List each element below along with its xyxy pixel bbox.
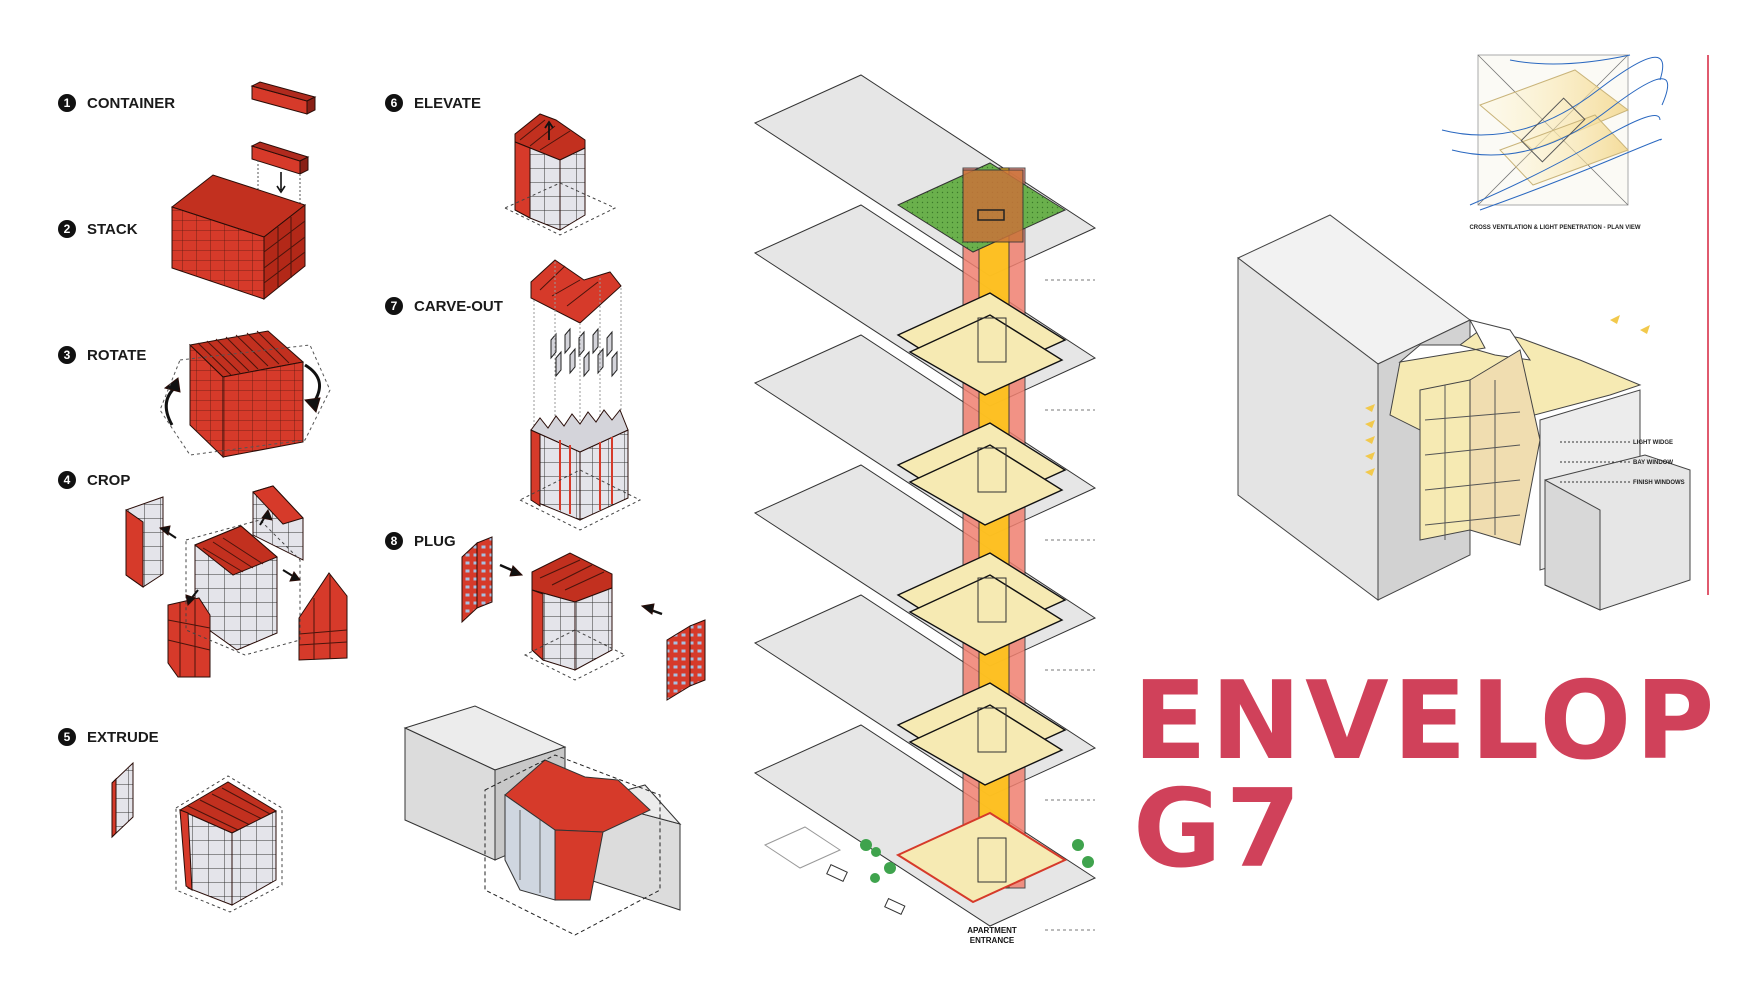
step-number: 8 — [391, 534, 398, 548]
step-number-badge — [58, 94, 76, 112]
plan-view — [1441, 54, 1669, 211]
floor-plate — [896, 682, 1067, 786]
step-number-badge — [58, 728, 76, 746]
step-4: 4 CROP — [58, 471, 130, 489]
elevate-block — [503, 113, 617, 236]
entrance-label-line2: ENTRANCE — [970, 936, 1015, 945]
site-trees — [860, 839, 1094, 883]
callout-label: FINISH WINDOWS — [1633, 480, 1685, 486]
sun-arrows — [1365, 315, 1650, 476]
step-number: 5 — [64, 730, 71, 744]
step-number: 2 — [64, 222, 71, 236]
step-label: ROTATE — [87, 347, 146, 364]
step-label: CARVE-OUT — [414, 298, 503, 315]
axo-callouts: LIGHT WIDGE BAY WINDOW FINISH WINDOWS — [1560, 440, 1685, 486]
floor-plate — [896, 552, 1067, 656]
plug-block — [461, 536, 706, 701]
ground-floor-plate — [895, 811, 1068, 904]
step-number-badge — [58, 346, 76, 364]
exploded-floors — [753, 74, 1097, 931]
step-number: 4 — [64, 473, 71, 487]
step-7: 7 CARVE-OUT — [385, 297, 503, 315]
entrance-label-line1: APARTMENT — [967, 926, 1017, 935]
step-number: 6 — [391, 96, 398, 110]
step-1: 1 CONTAINER — [58, 94, 175, 112]
car-icon — [884, 897, 906, 915]
step-label: CROP — [87, 472, 130, 489]
axo-building — [1237, 214, 1691, 611]
step-label: CONTAINER — [87, 95, 175, 112]
callout-label: LIGHT WIDGE — [1633, 440, 1673, 446]
step-number-badge — [58, 471, 76, 489]
step-label: ELEVATE — [414, 95, 481, 112]
stack-block — [170, 174, 307, 301]
step-number-badge — [385, 532, 403, 550]
step-5: 5 EXTRUDE — [58, 728, 159, 746]
step-number: 3 — [64, 348, 71, 362]
crop-pieces — [125, 485, 348, 678]
floor-plate — [896, 422, 1067, 526]
step-number-badge — [58, 220, 76, 238]
car-icon — [826, 864, 848, 882]
step-number: 1 — [64, 96, 71, 110]
step-number-badge — [385, 94, 403, 112]
step-6: 6 ELEVATE — [385, 94, 481, 112]
step-number: 7 — [391, 299, 398, 313]
rotate-block — [159, 330, 331, 459]
site-parking — [763, 826, 842, 869]
step-label: STACK — [87, 221, 138, 238]
step-label: PLUG — [414, 533, 456, 550]
carve-out-block — [518, 259, 642, 531]
airflow-lines — [1441, 54, 1669, 211]
floor-plate — [896, 292, 1067, 396]
step-label: EXTRUDE — [87, 729, 159, 746]
plan-caption: CROSS VENTILATION & LIGHT PENETRATION - … — [1469, 225, 1640, 231]
callout-label: BAY WINDOW — [1633, 460, 1673, 466]
container-blocks — [250, 81, 317, 206]
step-8: 8 PLUG — [385, 532, 456, 550]
step-2: 2 STACK — [58, 220, 138, 238]
context-massing — [403, 705, 682, 936]
extrude-block — [111, 761, 283, 913]
step-3: 3 ROTATE — [58, 346, 146, 364]
project-title: ENVELOP G7 — [1133, 659, 1719, 892]
step-number-badge — [385, 297, 403, 315]
